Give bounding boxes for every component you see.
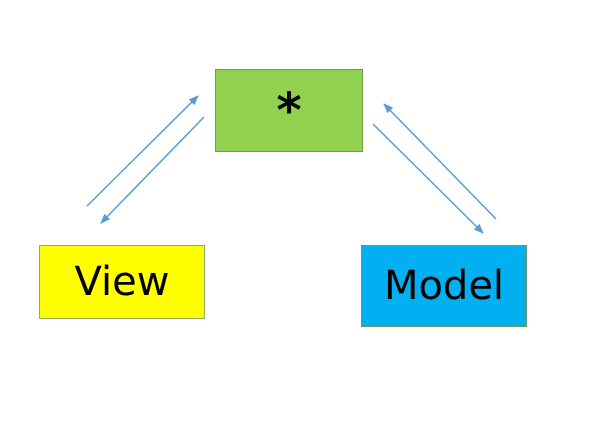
arrow-controller-to-view — [100, 116, 205, 224]
arrow-view-to-controller — [86, 95, 199, 207]
view-box: View — [39, 245, 205, 319]
arrow-model-to-controller — [383, 103, 497, 220]
view-label: View — [74, 259, 170, 305]
arrow-controller-to-model — [372, 123, 484, 234]
model-label: Model — [383, 263, 505, 309]
controller-box: * — [215, 69, 363, 152]
model-box: Model — [361, 245, 527, 327]
controller-label: * — [276, 82, 302, 139]
